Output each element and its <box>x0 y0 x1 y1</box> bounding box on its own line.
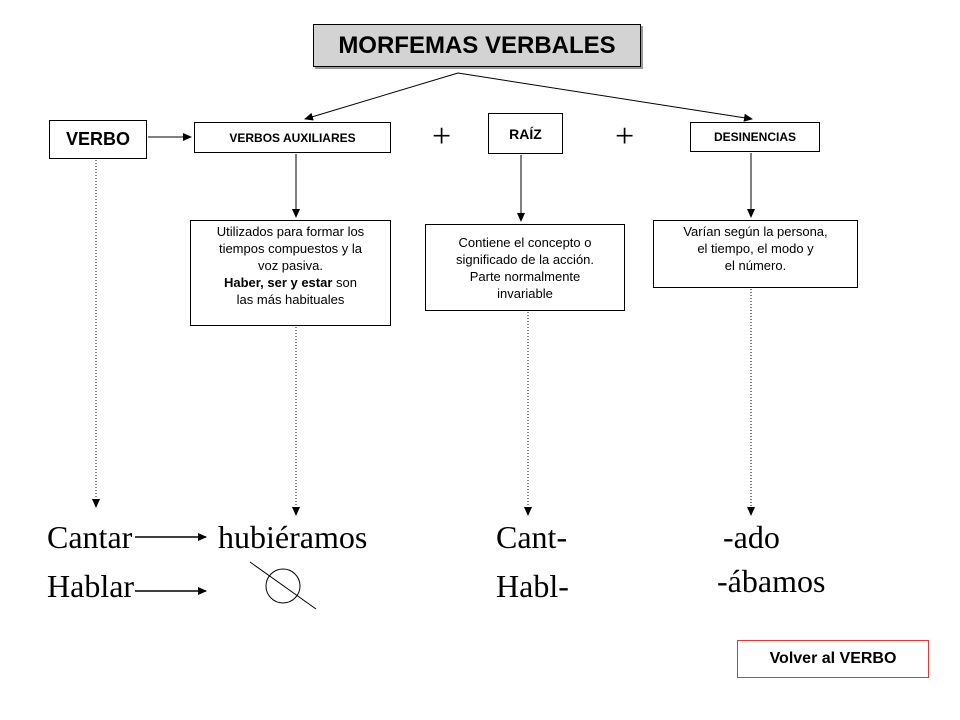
example-verb-hablar: Hablar <box>47 568 135 604</box>
desc-line: Contiene el concepto o <box>458 234 592 250</box>
desc-bold-text: Haber, ser y estar <box>224 275 333 290</box>
example-root-cant: Cant- <box>496 519 568 555</box>
example-aux-hubieramos: hubiéramos <box>218 519 368 555</box>
desc-line: tiempos compuestos y la <box>218 241 363 256</box>
example-ending-abamos: -ábamos <box>717 563 826 599</box>
arrow-title-to-desinencias <box>457 72 753 122</box>
raiz-box: RAÍZ <box>488 113 563 154</box>
desc-line: Varían según la persona, <box>683 224 828 239</box>
desc-line: voz pasiva. <box>257 258 324 273</box>
desc-tail: son <box>332 275 357 290</box>
desinencias-box: DESINENCIAS <box>690 122 820 152</box>
desinencias-description: Varían según la persona, el tiempo, el m… <box>653 220 858 288</box>
empty-set-icon <box>265 568 301 604</box>
desc-line: Utilizados para formar los <box>216 224 365 239</box>
back-to-verbo-button[interactable]: Volver al VERBO <box>737 640 929 678</box>
raiz-description: Contiene el concepto o significado de la… <box>425 224 625 311</box>
example-ending-ado: -ado <box>723 519 780 555</box>
desc-line: Haber, ser y estar son <box>224 274 357 291</box>
auxiliares-box: VERBOS AUXILIARES <box>194 122 391 153</box>
plus-sign: + <box>432 118 452 155</box>
desc-line: significado de la acción. <box>455 251 595 267</box>
arrow-title-to-auxiliares <box>304 72 459 121</box>
desc-line: el tiempo, el modo y <box>697 241 814 256</box>
desc-line: Parte normalmente <box>469 268 581 284</box>
desc-line: las más habituales <box>236 292 345 307</box>
verbo-box: VERBO <box>49 120 147 159</box>
desc-line: invariable <box>497 285 553 301</box>
example-root-habl: Habl- <box>496 568 569 604</box>
empty-set-slash <box>249 561 317 610</box>
plus-sign: + <box>615 118 635 155</box>
title-box: MORFEMAS VERBALES <box>313 24 641 67</box>
auxiliares-description: Utilizados para formar los tiempos compu… <box>190 220 391 326</box>
desc-line: el número. <box>724 258 787 273</box>
example-verb-cantar: Cantar <box>47 519 133 555</box>
